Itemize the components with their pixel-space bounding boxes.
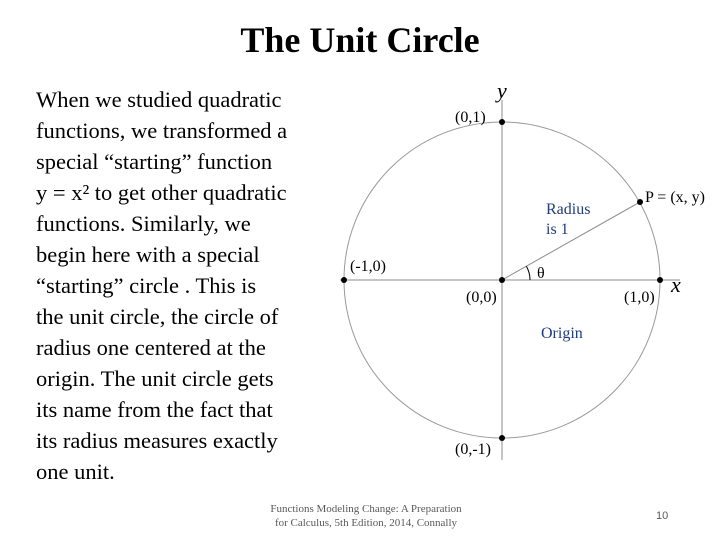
body-line: When we studied quadratic (36, 87, 282, 112)
label-point-bottom: (0,-1) (455, 441, 491, 458)
theta-label: θ (537, 265, 545, 282)
body-line: begin here with a special (36, 242, 260, 267)
theta-arc (525, 265, 531, 281)
body-line: one unit. (36, 459, 115, 484)
footer-citation: Functions Modeling Change: A Preparation… (246, 502, 486, 530)
point-top (499, 119, 505, 125)
page-number: 10 (656, 510, 669, 522)
footer-line: Functions Modeling Change: A Preparation (270, 503, 462, 515)
radius-label-line1: Radius (546, 201, 590, 218)
radius-label-line2: is 1 (546, 221, 569, 238)
body-line: its radius measures exactly (36, 428, 278, 453)
label-point-left: (-1,0) (350, 258, 386, 275)
y-axis-label: y (495, 78, 507, 103)
body-line: special “starting” function (36, 149, 273, 174)
point-right (657, 277, 663, 283)
label-point-p: P = (x, y) (645, 189, 705, 206)
point-bottom (499, 435, 505, 441)
label-point-right: (1,0) (624, 289, 655, 306)
body-line: the unit circle, the circle of (36, 304, 279, 329)
body-text: When we studied quadratic functions, we … (36, 84, 336, 487)
body-line: functions. Similarly, we (36, 211, 251, 236)
origin-label: Origin (541, 325, 583, 342)
x-axis-label: x (670, 272, 681, 297)
body-line: y = x² to get other quadratic (36, 180, 287, 205)
point-left (341, 277, 347, 283)
slide-title: The Unit Circle (240, 20, 480, 60)
body-line: radius one centered at the (36, 335, 266, 360)
body-line: origin. The unit circle gets (36, 366, 274, 391)
body-line: its name from the fact that (36, 397, 273, 422)
body-line: “starting” circle . This is (36, 273, 257, 298)
label-point-origin: (0,0) (466, 289, 497, 306)
point-p (637, 199, 643, 205)
footer-line: for Calculus, 5th Edition, 2014, Connall… (274, 517, 458, 529)
label-point-top: (0,1) (455, 109, 486, 126)
radius-line (501, 201, 641, 281)
point-origin (499, 277, 505, 283)
body-line: functions, we transformed a (36, 118, 288, 143)
